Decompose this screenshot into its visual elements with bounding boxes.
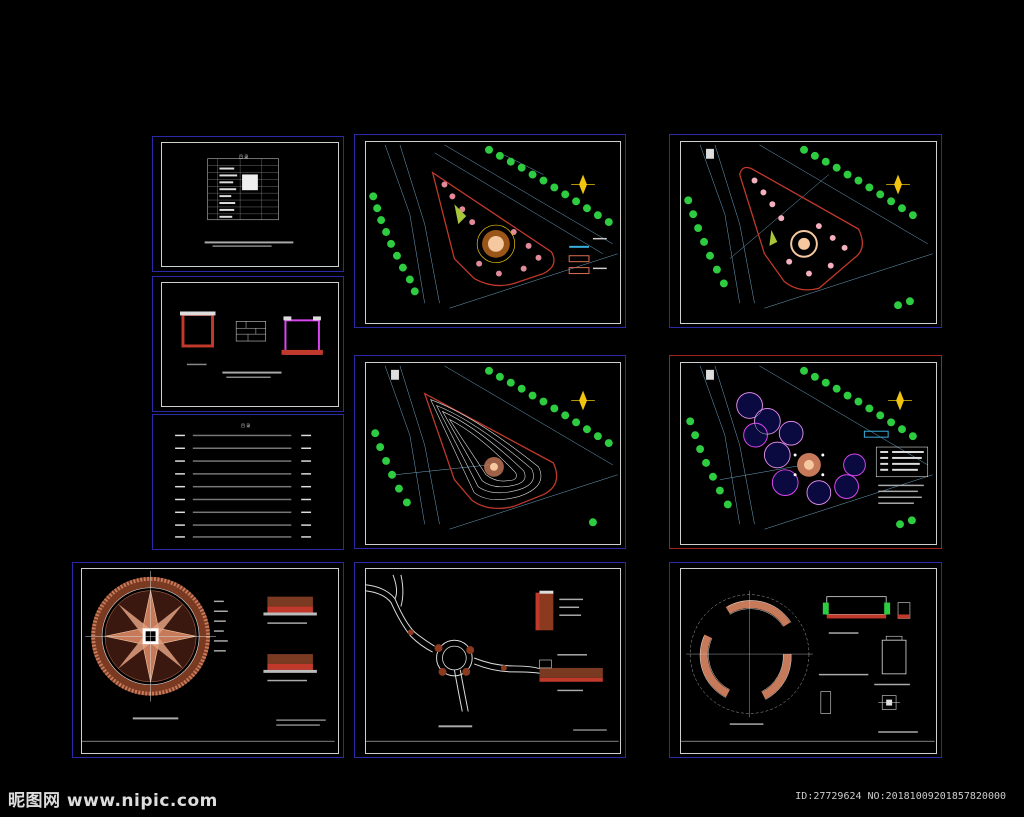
contents-heading: 目 录 — [239, 154, 249, 159]
bench-plan-drawing — [680, 590, 935, 742]
sheet-compass-paving[interactable] — [72, 562, 344, 758]
contents-table-drawing — [204, 158, 294, 247]
drawing-index-list — [175, 434, 312, 538]
sheet-inner-frame — [680, 362, 937, 545]
index-heading: 目 录 — [241, 423, 251, 428]
wall-detail-drawing — [180, 311, 323, 378]
sheet-path-layout[interactable] — [354, 562, 626, 758]
sheet-inner-frame — [365, 568, 621, 754]
sheet-inner-frame — [680, 568, 937, 754]
sheet-inner-frame — [365, 141, 621, 324]
site-plan-color-drawing — [369, 144, 618, 309]
sheet-inner-frame — [365, 362, 621, 545]
lighting-plan-drawing — [686, 365, 933, 530]
sheet-drawing-index[interactable]: 目 录 — [152, 414, 344, 550]
path-layout-drawing — [365, 574, 619, 742]
sheet-inner-frame — [680, 141, 937, 324]
planting-plan-drawing — [684, 144, 933, 310]
sheet-grading-plan[interactable] — [354, 355, 626, 549]
sheet-inner-frame — [81, 568, 339, 754]
sheet-bench-plan[interactable] — [669, 562, 942, 758]
sheet-site-plan-color[interactable] — [354, 134, 626, 328]
sheet-inner-frame — [161, 142, 339, 267]
sheet-planting-plan[interactable] — [669, 134, 942, 328]
image-id-watermark: ID:27729624 NO:20181009201857820000 — [795, 791, 1006, 802]
sheet-wall-details[interactable] — [152, 276, 344, 412]
compass-paving-drawing — [81, 570, 335, 742]
sheet-contents-table[interactable]: 目 录 — [152, 136, 344, 272]
site-watermark: 昵图网 www.nipic.com — [8, 791, 218, 811]
grading-plan-drawing — [371, 365, 618, 530]
sheet-inner-frame — [161, 282, 339, 407]
sheet-lighting-plan[interactable] — [669, 355, 942, 549]
